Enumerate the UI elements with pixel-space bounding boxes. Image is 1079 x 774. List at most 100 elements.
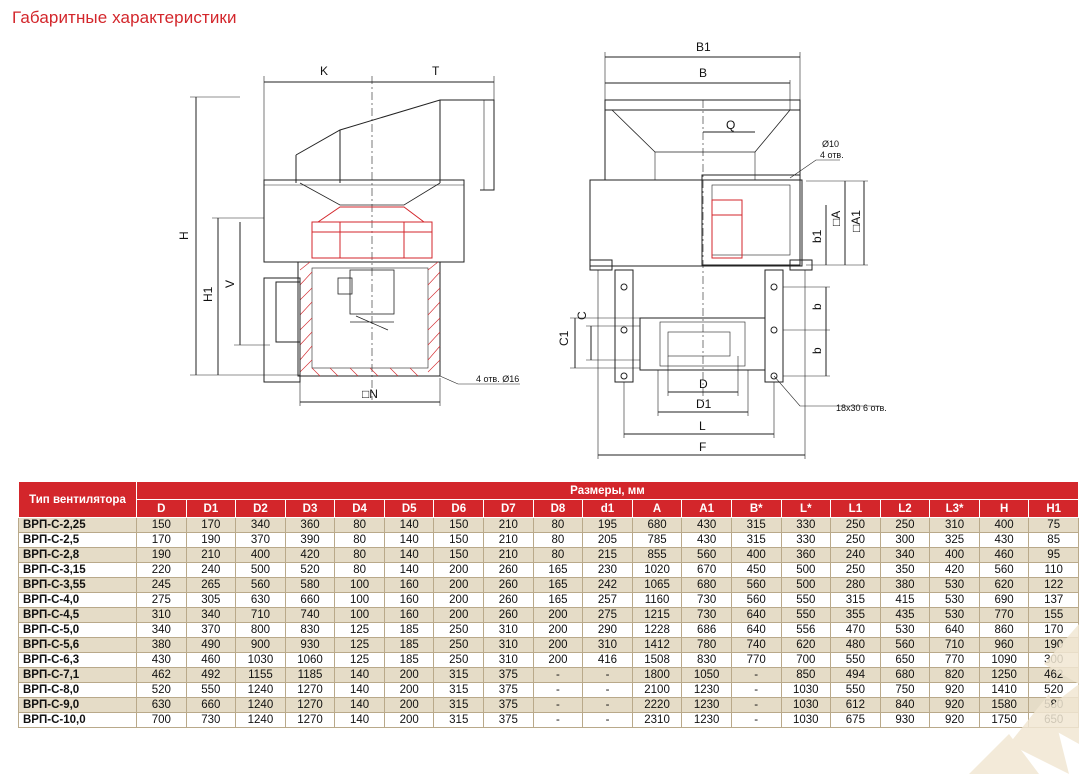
dimension-cell: 125 bbox=[334, 652, 385, 668]
dimension-cell: 680 bbox=[879, 667, 931, 683]
dimension-cell: 210 bbox=[483, 547, 534, 563]
dimension-cell: 315 bbox=[433, 712, 485, 728]
dimension-cell: 700 bbox=[780, 652, 832, 668]
dimension-cell: 520 bbox=[136, 682, 187, 698]
dimension-cell: 310 bbox=[483, 652, 534, 668]
dimension-cell: 240 bbox=[830, 547, 881, 563]
dimension-cell: 305 bbox=[185, 592, 237, 608]
dimension-cell: 140 bbox=[383, 562, 435, 578]
dimension-cell: 95 bbox=[1028, 547, 1079, 563]
dimension-cell: 1065 bbox=[631, 577, 683, 593]
dimension-cell: 125 bbox=[334, 637, 385, 653]
dimension-cell: 670 bbox=[681, 562, 732, 578]
dimension-cell: 200 bbox=[433, 562, 485, 578]
dimension-cell: 185 bbox=[383, 637, 435, 653]
dimension-cell: 620 bbox=[978, 577, 1030, 593]
dimension-cell: 1750 bbox=[978, 712, 1030, 728]
dimension-cell: 200 bbox=[383, 697, 435, 713]
dim-label-d: D bbox=[699, 377, 708, 391]
dimension-cell: 430 bbox=[681, 532, 732, 548]
column-header: D6 bbox=[433, 499, 485, 518]
dimension-cell: 310 bbox=[136, 607, 187, 623]
dimension-cell: - bbox=[532, 697, 584, 713]
column-header: L* bbox=[780, 499, 832, 518]
dimension-cell: 165 bbox=[532, 562, 584, 578]
slots-note: 18x30 6 отв. bbox=[836, 403, 887, 413]
dimension-cell: 200 bbox=[532, 607, 584, 623]
dimension-cell: 400 bbox=[978, 517, 1030, 533]
dim-label-q: Q bbox=[726, 118, 735, 132]
column-header: D7 bbox=[483, 499, 534, 518]
column-header: d1 bbox=[582, 499, 633, 518]
dimension-cell: 220 bbox=[136, 562, 187, 578]
dimension-cell: 700 bbox=[136, 712, 187, 728]
dimension-cell: 110 bbox=[1028, 562, 1079, 578]
dimension-cell: 450 bbox=[730, 562, 782, 578]
dimension-cell: 370 bbox=[235, 532, 286, 548]
dimension-cell: 1230 bbox=[681, 712, 732, 728]
dimension-cell: 315 bbox=[830, 592, 881, 608]
dimension-cell: 375 bbox=[483, 667, 534, 683]
dimension-cell: 310 bbox=[483, 622, 534, 638]
column-header: A bbox=[631, 499, 683, 518]
dimension-cell: 140 bbox=[383, 517, 435, 533]
dimension-cell: 530 bbox=[929, 607, 980, 623]
dimension-cell: 1412 bbox=[631, 637, 683, 653]
fan-type-cell: ВРП-С-5,0 bbox=[18, 622, 137, 638]
dimension-cell: 740 bbox=[284, 607, 336, 623]
dimension-cell: 2310 bbox=[631, 712, 683, 728]
dimension-cell: 330 bbox=[780, 532, 832, 548]
dimension-cell: 460 bbox=[185, 652, 237, 668]
dimension-cell: 370 bbox=[185, 622, 237, 638]
dimension-cell: 494 bbox=[830, 667, 881, 683]
dimension-cell: 550 bbox=[185, 682, 237, 698]
fan-type-cell: ВРП-С-10,0 bbox=[18, 712, 137, 728]
dimension-cell: 170 bbox=[136, 532, 187, 548]
dimension-cell: 800 bbox=[235, 622, 286, 638]
dimension-cell: 580 bbox=[284, 577, 336, 593]
dimension-cell: 250 bbox=[830, 532, 881, 548]
front-view-drawing bbox=[570, 52, 880, 459]
dimension-cell: 80 bbox=[532, 547, 584, 563]
dimension-cell: 480 bbox=[830, 637, 881, 653]
fan-type-cell: ВРП-С-8,0 bbox=[18, 682, 137, 698]
dimension-cell: 185 bbox=[383, 622, 435, 638]
dimension-cell: 265 bbox=[185, 577, 237, 593]
dimension-cell: 730 bbox=[185, 712, 237, 728]
dimension-cell: - bbox=[532, 667, 584, 683]
dimension-cell: 500 bbox=[780, 577, 832, 593]
fan-type-cell: ВРП-С-2,8 bbox=[18, 547, 137, 563]
dimension-cell: 530 bbox=[929, 577, 980, 593]
dimension-cell: 1030 bbox=[780, 712, 832, 728]
dimension-cell: - bbox=[730, 712, 782, 728]
holes-note-left: 4 отв. Ø16 bbox=[476, 374, 519, 384]
dimension-cell: 200 bbox=[433, 607, 485, 623]
dimension-cell: 75 bbox=[1028, 517, 1079, 533]
dimension-cell: 1030 bbox=[235, 652, 286, 668]
dimension-cell: 1230 bbox=[681, 697, 732, 713]
dimension-cell: 630 bbox=[235, 592, 286, 608]
dimension-cell: 830 bbox=[284, 622, 336, 638]
dimension-cell: 140 bbox=[383, 547, 435, 563]
dimension-cell: 1090 bbox=[978, 652, 1030, 668]
dimension-cell: 200 bbox=[433, 592, 485, 608]
dim-label-c: C bbox=[575, 311, 589, 320]
dimension-cell: 920 bbox=[929, 712, 980, 728]
dimension-cell: 920 bbox=[929, 682, 980, 698]
dimension-cell: 190 bbox=[136, 547, 187, 563]
dimension-cell: 660 bbox=[284, 592, 336, 608]
dim-label-b: B bbox=[699, 66, 707, 80]
dimension-cell: 260 bbox=[483, 592, 534, 608]
dimension-cell: 520 bbox=[284, 562, 336, 578]
dimension-cell: 770 bbox=[978, 607, 1030, 623]
dimension-cell: 530 bbox=[929, 592, 980, 608]
dim-label-c1: C1 bbox=[557, 330, 571, 346]
dimension-cell: 137 bbox=[1028, 592, 1079, 608]
dimension-cell: 415 bbox=[879, 592, 931, 608]
dimension-cell: 150 bbox=[136, 517, 187, 533]
